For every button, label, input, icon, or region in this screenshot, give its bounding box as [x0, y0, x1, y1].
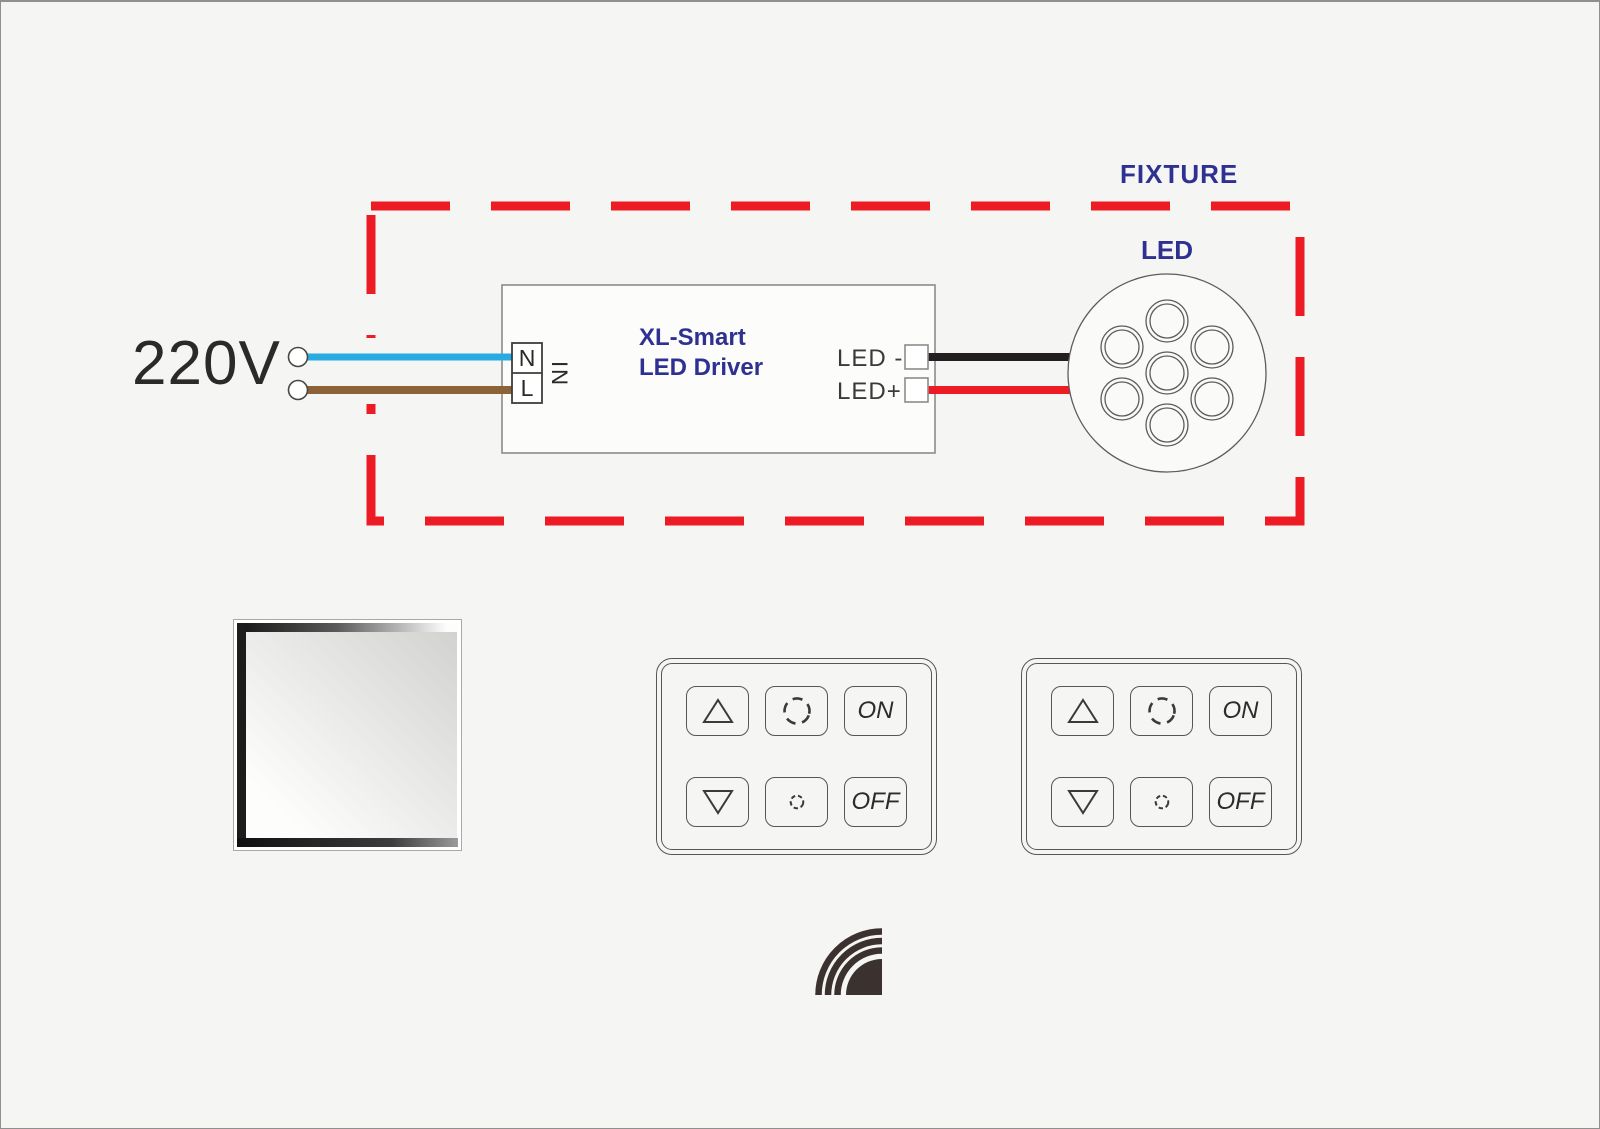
brightness-down-button[interactable]	[1051, 777, 1114, 827]
off-button[interactable]: OFF	[1209, 777, 1272, 827]
remote-keypad-2-face: ON OFF	[1026, 663, 1297, 850]
dashed-circle-small-icon	[789, 794, 804, 810]
remote-keypad-1: ON OFF	[656, 658, 937, 855]
dashed-circle-large-icon	[782, 697, 811, 725]
led-module-label: LED	[1141, 235, 1193, 265]
mains-terminal-top	[287, 346, 309, 368]
wireless-signal-icon	[815, 928, 883, 996]
dashed-circle-small-icon	[1154, 794, 1169, 810]
triangle-up-icon	[1066, 698, 1099, 723]
glass-panel-frame-top	[237, 623, 458, 632]
off-button[interactable]: OFF	[844, 777, 907, 827]
dim-mode-button[interactable]	[1130, 777, 1193, 827]
remote-keypad-2: ON OFF	[1021, 658, 1302, 855]
fixture-label: FIXTURE	[1120, 159, 1239, 189]
on-button[interactable]: ON	[844, 686, 907, 736]
terminal-in-label: IN	[547, 361, 572, 387]
glass-panel-face	[246, 632, 457, 838]
led-driver-box	[501, 284, 936, 454]
triangle-down-icon	[701, 790, 734, 815]
led-positive-label: LED+	[837, 378, 902, 405]
led-negative-label: LED -	[837, 345, 904, 372]
remote-keypad-1-face: ON OFF	[661, 663, 932, 850]
glass-panel-frame-bottom	[237, 838, 458, 847]
terminal-l-label: L	[520, 374, 534, 401]
driver-title: XL-Smart LED Driver	[639, 323, 763, 383]
brightness-up-button[interactable]	[686, 686, 749, 736]
led-module-icon	[1067, 273, 1267, 473]
on-button[interactable]: ON	[1209, 686, 1272, 736]
led-positive-terminal	[904, 377, 929, 403]
driver-title-line2: LED Driver	[639, 354, 764, 381]
color-cycle-button[interactable]	[765, 686, 828, 736]
triangle-down-icon	[1066, 790, 1099, 815]
brightness-up-button[interactable]	[1051, 686, 1114, 736]
glass-panel-frame-left	[237, 623, 246, 847]
dim-mode-button[interactable]	[765, 777, 828, 827]
wire-passthrough-gap	[361, 338, 381, 404]
brightness-down-button[interactable]	[686, 777, 749, 827]
terminal-n-label: N	[518, 344, 536, 371]
dashed-circle-large-icon	[1147, 697, 1176, 725]
led-negative-terminal	[904, 344, 929, 370]
driver-title-line1: XL-Smart	[639, 324, 746, 351]
glass-panel	[233, 619, 462, 851]
triangle-up-icon	[701, 698, 734, 723]
voltage-label: 220V	[132, 329, 281, 398]
mains-terminal-bottom	[287, 379, 309, 401]
color-cycle-button[interactable]	[1130, 686, 1193, 736]
